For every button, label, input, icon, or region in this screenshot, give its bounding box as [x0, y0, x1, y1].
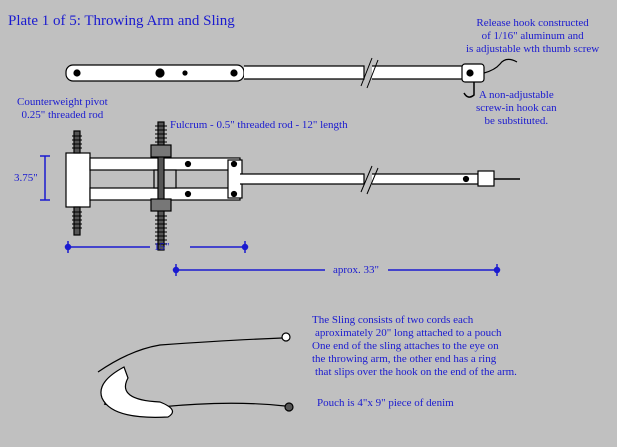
- arm-long-piece: [244, 65, 365, 80]
- note-line: that slips over the hook on the end of t…: [315, 366, 517, 378]
- fulcrum-hole: [155, 68, 165, 78]
- bolt: [230, 160, 238, 168]
- note-line: is adjustable wth thumb screw: [466, 43, 600, 55]
- note-line: screw-in hook can: [476, 102, 557, 114]
- release-hook-note: Release hook constructed of 1/16" alumin…: [466, 17, 599, 56]
- note-line: Counterweight pivot: [17, 96, 108, 108]
- arm-top-view: [65, 121, 520, 251]
- sling-loop: [284, 402, 294, 412]
- fulcrum-note: Fulcrum - 0.5" threaded rod - 12" length: [170, 119, 348, 131]
- note-line: 0.25" threaded rod: [21, 109, 104, 121]
- upper-rail: [89, 157, 241, 171]
- dimension-lines: [40, 155, 501, 276]
- bolt: [230, 190, 238, 198]
- note-line: be substituted.: [484, 115, 549, 127]
- note-line: the throwing arm, the other end has a ri…: [312, 353, 497, 365]
- release-hook: [463, 82, 475, 98]
- pouch-note: Pouch is 4"x 9" piece of denim: [317, 397, 454, 409]
- hook-wire: [483, 58, 518, 74]
- arm-shaft: [240, 173, 365, 185]
- sling-ring: [281, 332, 291, 342]
- arm-long-piece-far: [372, 65, 471, 80]
- bolt: [462, 175, 470, 183]
- break-mark: [360, 165, 379, 195]
- non-adjustable-hook-note: A non-adjustable screw-in hook can be su…: [476, 89, 557, 128]
- height-dimension-label: 3.75": [14, 172, 38, 184]
- note-line: One end of the sling attaches to the eye…: [312, 340, 499, 352]
- counterweight-pivot-note: Counterweight pivot 0.25" threaded rod: [17, 96, 108, 122]
- counterweight-pivot-rod: [72, 130, 82, 236]
- note-line: aproximately 20" long attached to a pouc…: [315, 327, 502, 339]
- lower-rail: [89, 187, 241, 201]
- sling-cord-upper: [97, 337, 283, 373]
- sling-description: The Sling consists of two cords each apr…: [312, 314, 517, 379]
- note-line: The Sling consists of two cords each: [312, 314, 474, 326]
- fulcrum-gap: [153, 169, 177, 189]
- bolt-hole: [182, 70, 188, 76]
- note-line: A non-adjustable: [478, 89, 554, 101]
- sling-pouch: [100, 366, 174, 418]
- bolt: [184, 160, 192, 168]
- hook-mount: [477, 170, 495, 187]
- fulcrum-rod: [150, 121, 172, 251]
- arm-side-view: [65, 57, 518, 98]
- sling-drawing: [97, 332, 294, 418]
- plate-title: Plate 1 of 5: Throwing Arm and Sling: [8, 13, 235, 29]
- note-line: Release hook constructed: [476, 17, 589, 29]
- bolt-hole: [466, 69, 474, 77]
- bolt-hole: [230, 69, 238, 77]
- long-length-dimension-label: aprox. 33": [333, 264, 380, 276]
- arm-shaft-far: [372, 173, 479, 185]
- arm-end-piece: [65, 64, 245, 82]
- bolt-hole: [73, 69, 81, 77]
- bolt: [184, 190, 192, 198]
- short-length-dimension-label: 15": [154, 241, 170, 253]
- break-mark: [360, 57, 379, 89]
- note-line: of 1/16" aluminum and: [481, 30, 584, 42]
- counterweight-block: [65, 152, 91, 208]
